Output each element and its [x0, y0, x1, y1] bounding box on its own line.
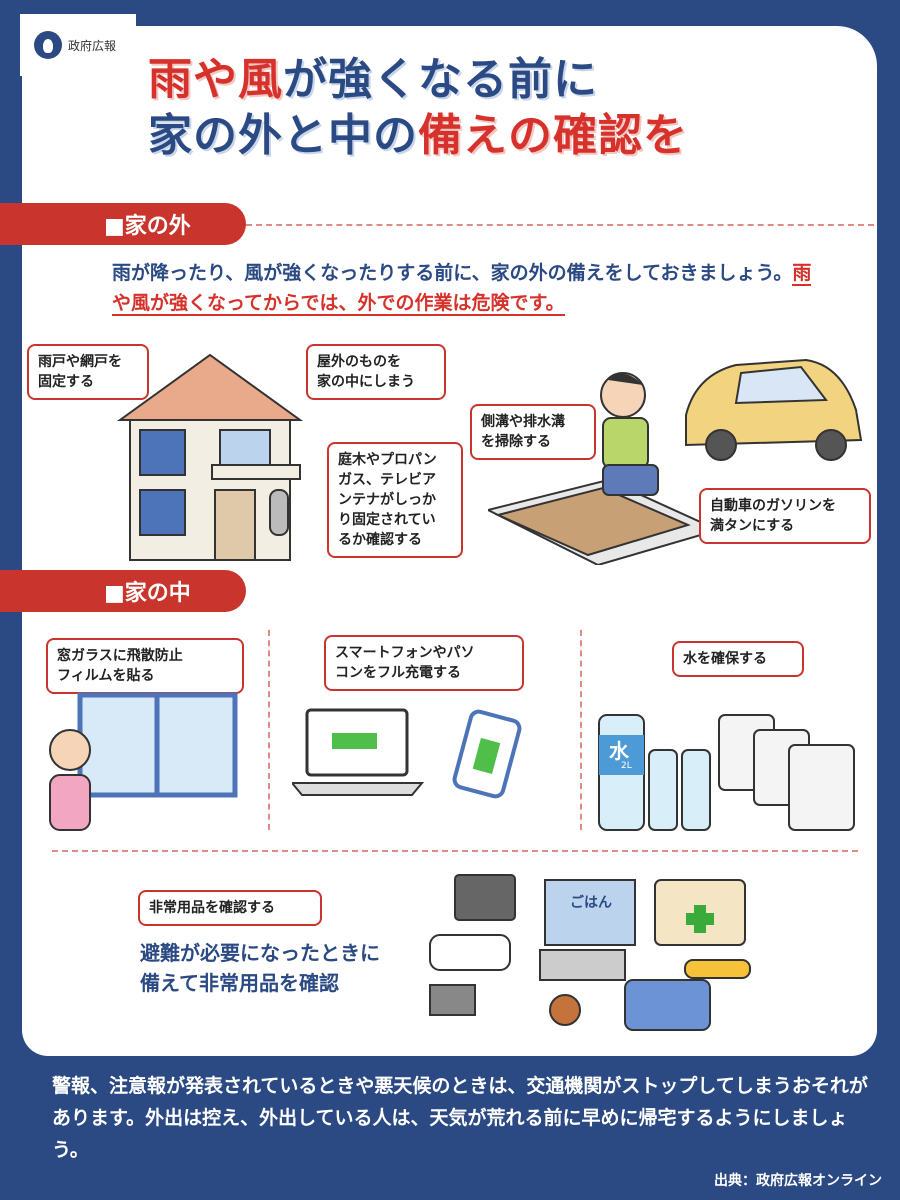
callout-gutter: 側溝や排水溝 を掃除する — [470, 404, 596, 460]
section-header-outside: ■家の外 — [0, 203, 246, 245]
callout-water: 水を確保する — [672, 641, 804, 677]
section-divider — [246, 224, 874, 226]
logo: 政府広報 — [20, 14, 136, 76]
outside-lead: 雨が降ったり、風が強くなったりする前に、家の外の備えをしておきましょう。雨や風が… — [112, 258, 812, 318]
source-credit: 出典：政府広報オンライン — [714, 1173, 882, 1189]
callout-shutter: 雨戸や網戸を 固定する — [27, 344, 149, 400]
title-emphasis-2: 備えの確認を — [418, 110, 688, 161]
title-emphasis-1: 雨や風 — [148, 54, 283, 105]
water-bottle-label: 水 — [609, 739, 629, 763]
callout-emergency-kit: 非常用品を確認する — [138, 890, 322, 926]
water-bottles-illustration — [598, 714, 855, 831]
callout-window-film: 窓ガラスに飛散防止 フィルムを貼る — [46, 638, 244, 694]
lead-warning: 雨や風が強くなってからでは、外での作業は危険です。 — [112, 262, 812, 316]
section-header-inside: ■家の中 — [0, 570, 246, 612]
page-title: 雨や風が強くなる前に 家の外と中の備えの確認を — [148, 52, 688, 164]
logo-text: 政府広報 — [68, 38, 117, 53]
window-illustration — [49, 692, 238, 831]
callout-secure: 庭木やプロパン ガス、テレビア ンテナがしっか り固定されてい るか確認する — [327, 442, 463, 558]
water-bottle-size: 2L — [621, 761, 632, 771]
title-text-1: が強くなる前に — [283, 54, 598, 105]
footer-notice: 警報、注意報が発表されているときや悪天候のときは、交通機関がストップしてしまうお… — [52, 1075, 868, 1161]
callout-bring-in: 屋外のものを 家の中にしまう — [306, 344, 446, 400]
house-illustration — [116, 353, 304, 561]
title-text-2: 家の外と中の — [148, 110, 418, 161]
car-illustration — [685, 358, 863, 461]
column-divider — [268, 630, 270, 830]
government-logo-icon — [34, 31, 62, 59]
title-line-1: 雨や風が強くなる前に — [148, 52, 688, 108]
callout-gasoline: 自動車のガソリンを 満タンにする — [699, 488, 871, 544]
emergency-supplies-illustration — [429, 874, 751, 1031]
laptop-phone-illustration — [292, 708, 522, 799]
rice-pack-label: ごはん — [570, 895, 612, 911]
row-divider — [52, 850, 858, 852]
callout-charge-devices: スマートフォンやパソ コンをフル充電する — [324, 635, 524, 691]
title-line-2: 家の外と中の備えの確認を — [148, 108, 688, 164]
column-divider — [580, 630, 582, 830]
gutter-cleaning-illustration — [488, 372, 718, 565]
lead-text: 雨が降ったり、風が強くなったりする前に、家の外の備えをしておきましょう。 — [112, 262, 793, 284]
emergency-kit-description: 避難が必要になったときに 備えて非常用品を確認 — [140, 941, 380, 995]
